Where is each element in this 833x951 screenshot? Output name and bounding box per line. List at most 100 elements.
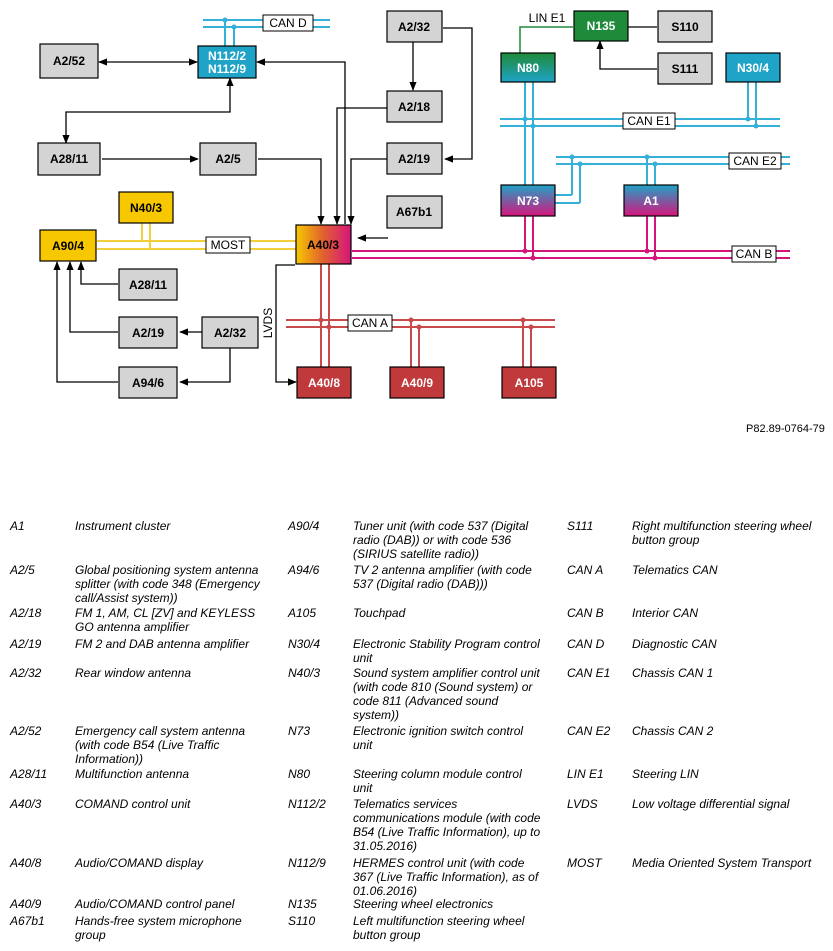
box-a2-5 xyxy=(199,142,257,176)
label-n30-4: N30/4 xyxy=(737,61,769,75)
legend-description: Sound system amplifier control unit (wit… xyxy=(353,666,540,722)
label-a2-19-top: A2/19 xyxy=(398,152,430,166)
box-n112 xyxy=(197,45,257,79)
label-a2-5: A2/5 xyxy=(215,152,241,166)
can-e1-bus xyxy=(500,82,780,187)
box-n40-3 xyxy=(118,191,174,224)
most-bus xyxy=(97,223,296,250)
legend-code: CAN B xyxy=(567,606,604,620)
legend-code: A2/18 xyxy=(10,606,42,620)
label-n80: N80 xyxy=(517,61,539,75)
label-a28-11-low: A28/11 xyxy=(129,278,167,292)
label-box-can-e1 xyxy=(622,112,676,130)
legend-code: S111 xyxy=(567,519,594,533)
label-n135: N135 xyxy=(587,19,616,33)
box-a90-4 xyxy=(39,229,97,262)
legend-code: LIN E1 xyxy=(567,767,604,781)
box-a94-6 xyxy=(118,366,178,399)
label-box-can-e2 xyxy=(728,152,782,170)
legend-description: Instrument cluster xyxy=(75,519,171,533)
legend-description: Steering LIN xyxy=(632,767,699,781)
legend-code: LVDS xyxy=(567,797,598,811)
label-n112-2: N112/2 xyxy=(208,49,246,63)
label-can-b: CAN B xyxy=(736,247,773,261)
legend-code: N112/2 xyxy=(288,797,326,811)
label-n112-9: N112/9 xyxy=(208,62,246,76)
legend-description: Audio/COMAND display xyxy=(75,856,204,870)
box-a2-19-top xyxy=(386,142,443,175)
box-s111 xyxy=(657,52,713,85)
label-a94-6: A94/6 xyxy=(132,376,164,390)
legend-code: A105 xyxy=(288,606,317,620)
legend-description: Diagnostic CAN xyxy=(632,637,717,651)
label-box-most xyxy=(205,236,251,254)
legend-description: Tuner unit (with code 537 (Digital radio… xyxy=(353,519,529,561)
box-a40-3 xyxy=(295,224,352,265)
label-a2-32-low: A2/32 xyxy=(214,326,246,340)
legend-description: Media Oriented System Transport xyxy=(632,856,812,870)
legend-description: Electronic ignition switch control unit xyxy=(353,724,524,752)
legend-description: Right multifunction steering wheel butto… xyxy=(632,519,812,547)
label-can-e2: CAN E2 xyxy=(733,154,777,168)
box-a2-18 xyxy=(386,90,443,123)
legend-description: HERMES control unit (with code 367 (Live… xyxy=(353,856,539,898)
legend-code: MOST xyxy=(567,856,602,870)
legend-code: CAN A xyxy=(567,563,604,577)
box-n135 xyxy=(573,10,629,42)
label-a67b1: A67b1 xyxy=(396,205,432,219)
label-a2-19-low: A2/19 xyxy=(132,326,164,340)
box-a105 xyxy=(501,366,557,399)
legend-code: A67b1 xyxy=(10,914,45,928)
legend-code: A2/52 xyxy=(10,724,42,738)
label-lvds: LVDS xyxy=(261,308,275,338)
legend-description: Global positioning system antenna splitt… xyxy=(75,563,260,605)
legend-description: Telematics services communications modul… xyxy=(353,797,541,853)
legend-description: Telematics CAN xyxy=(632,563,718,577)
label-a90-4: A90/4 xyxy=(52,239,84,253)
legend-code: N135 xyxy=(288,897,317,911)
box-a40-9 xyxy=(389,366,445,399)
legend-description: TV 2 antenna amplifier (with code 537 (D… xyxy=(353,563,532,591)
legend-description: Touchpad xyxy=(353,606,406,620)
legend-code: A40/8 xyxy=(10,856,42,870)
label-a1: A1 xyxy=(643,194,659,208)
label-a40-3: A40/3 xyxy=(307,238,339,252)
legend-code: A94/6 xyxy=(288,563,320,577)
connections xyxy=(53,23,657,386)
box-s110 xyxy=(657,10,713,43)
legend-code: A2/5 xyxy=(10,563,35,577)
label-a40-8: A40/8 xyxy=(308,376,340,390)
box-a2-32-top xyxy=(386,10,443,43)
legend-code: A1 xyxy=(10,519,25,533)
label-s111: S111 xyxy=(672,62,699,76)
box-a28-11-low xyxy=(118,268,178,301)
legend-description: Multifunction antenna xyxy=(75,767,190,781)
box-a67b1 xyxy=(386,195,443,229)
legend-description: Electronic Stability Program control uni… xyxy=(353,637,540,665)
legend-description: Rear window antenna xyxy=(75,666,192,680)
legend-description: FM 1, AM, CL [ZV] and KEYLESS GO antenna… xyxy=(75,606,256,634)
legend-description: Low voltage differential signal xyxy=(632,797,790,811)
legend-description: Chassis CAN 1 xyxy=(632,666,714,680)
box-a1 xyxy=(623,184,679,217)
legend-code: N73 xyxy=(288,724,311,738)
legend-description: Steering wheel electronics xyxy=(353,897,494,911)
label-a28-11-top: A28/11 xyxy=(50,152,88,166)
label-n73: N73 xyxy=(517,194,539,208)
legend-code: CAN E2 xyxy=(567,724,611,738)
legend-code: N30/4 xyxy=(288,637,321,651)
legend-description: Audio/COMAND control panel xyxy=(75,897,235,911)
legend-code: A40/9 xyxy=(10,897,42,911)
legend-code: A40/3 xyxy=(10,797,42,811)
legend-description: FM 2 and DAB antenna amplifier xyxy=(75,637,250,651)
label-n40-3: N40/3 xyxy=(130,201,162,215)
label-box-can-a xyxy=(347,314,393,332)
label-a2-52: A2/52 xyxy=(53,54,85,68)
legend-code: CAN D xyxy=(567,637,605,651)
box-n80 xyxy=(500,52,556,83)
box-n73 xyxy=(500,184,556,217)
legend-code: N80 xyxy=(288,767,311,781)
box-a2-52 xyxy=(39,43,99,79)
label-lin-e1: LIN E1 xyxy=(529,11,566,25)
label-s110: S110 xyxy=(671,20,699,34)
